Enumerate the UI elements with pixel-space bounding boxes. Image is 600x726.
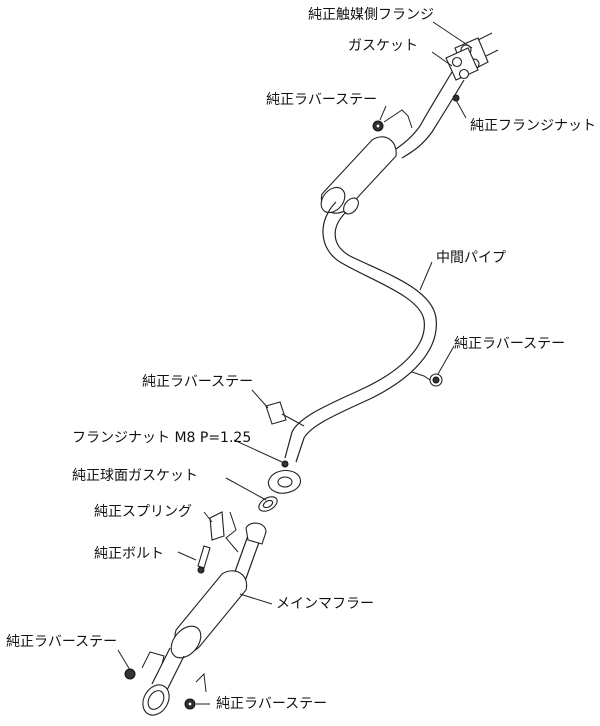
rubber-stay-top [372,109,413,132]
label-main-muffler: メインマフラー [276,596,374,612]
label-rubber-stay-bottom-left: 純正ラバーステー [6,634,117,650]
main-muffler-body [170,570,248,659]
front-pipe [391,71,465,159]
leader-lines [117,21,473,705]
rubber-stay-mid [265,401,305,427]
tail-pipe [142,647,185,716]
flange-nut-m8 [281,460,289,468]
label-flange-nut-m8: フランジナット M8 P=1.25 [72,430,251,446]
label-spring: 純正スプリング [94,504,192,520]
label-gasket: ガスケット [348,38,418,54]
rubber-stay-bottom-right [184,672,207,710]
label-rubber-stay-right: 純正ラバーステー [454,336,565,352]
mid-pipe [284,201,437,463]
label-catalyst-flange: 純正触媒側フランジ [308,7,434,23]
label-ball-gasket: 純正球面ガスケット [72,468,198,484]
label-rubber-stay-top: 純正ラバーステー [266,92,377,108]
ball-gasket [258,496,278,512]
label-mid-pipe: 中間パイプ [436,250,506,266]
gasket-part [445,47,479,81]
spring [209,511,225,541]
pre-muffler [320,136,397,215]
mid-pipe-flange [267,469,301,494]
bolt [197,545,211,574]
break-line [225,511,239,553]
rubber-stay-right [411,371,443,387]
label-bolt: 純正ボルト [94,546,164,562]
label-rubber-stay-mid: 純正ラバーステー [142,374,253,390]
rubber-stay-bottom-left [124,651,165,680]
label-rubber-stay-bottom-right: 純正ラバーステー [216,696,327,712]
label-flange-nut: 純正フランジナット [470,118,596,134]
